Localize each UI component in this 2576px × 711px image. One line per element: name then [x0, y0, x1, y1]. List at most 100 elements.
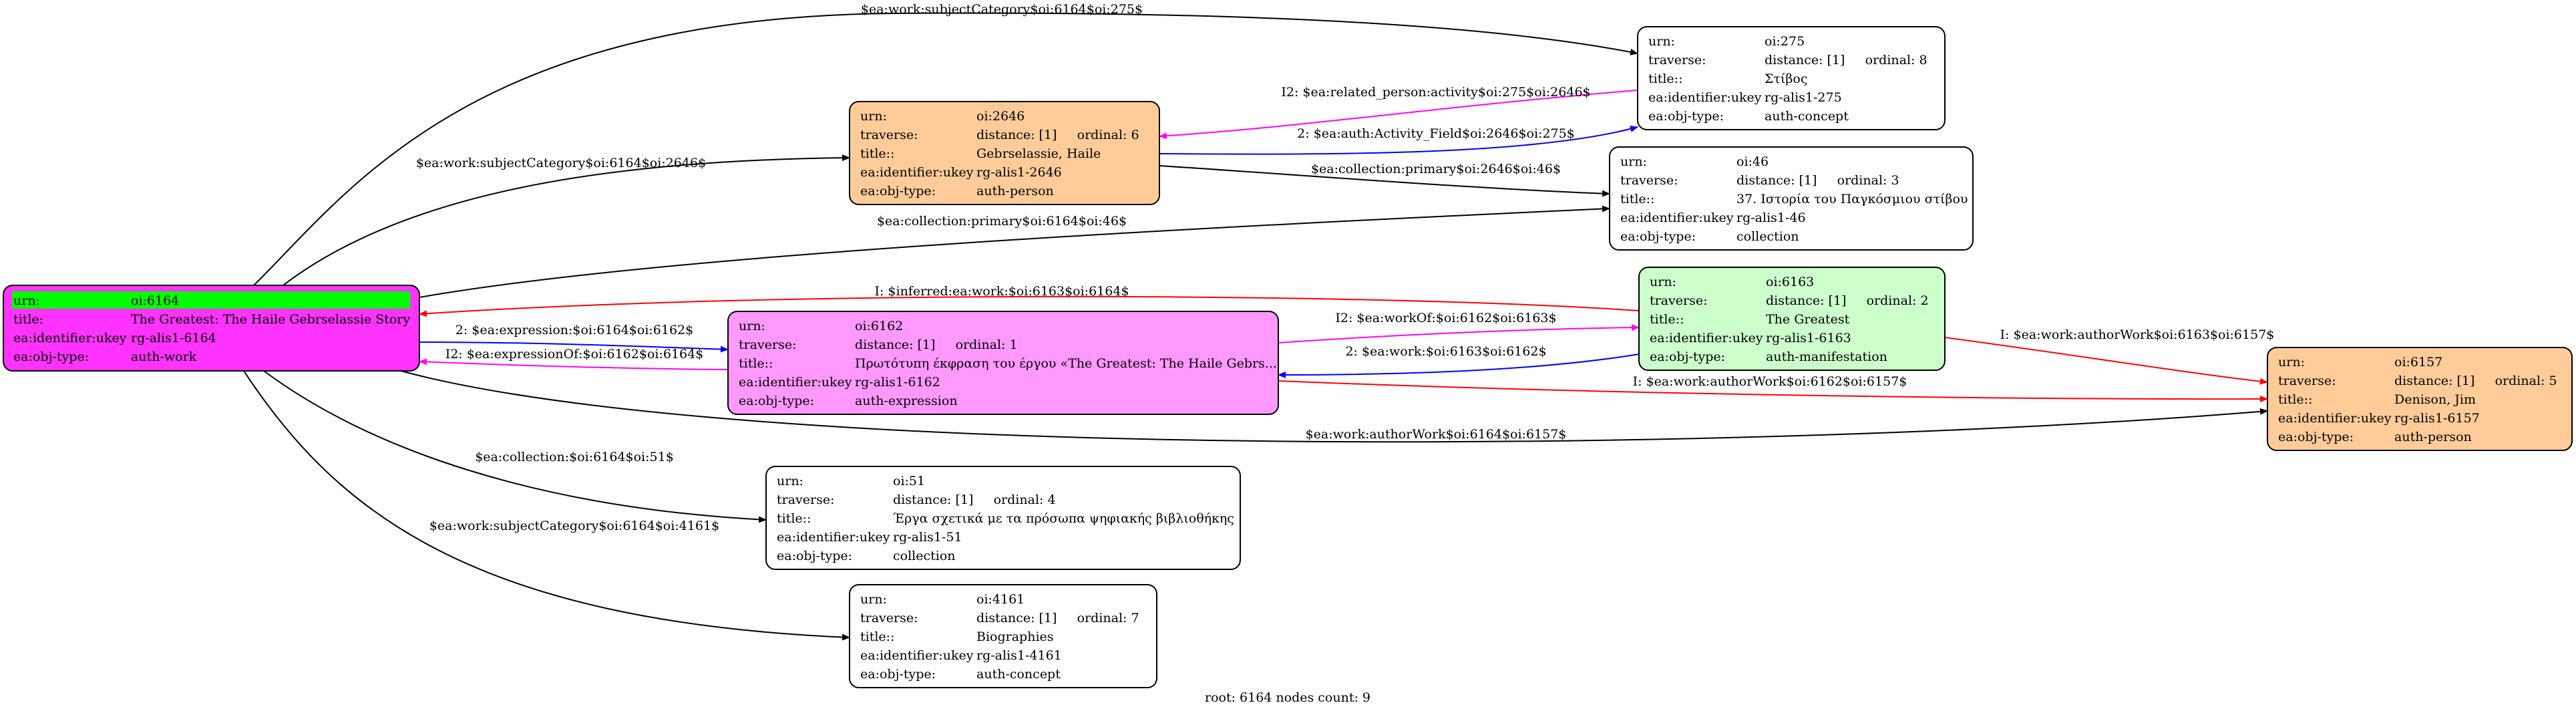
edge-subject-2646: [280, 154, 850, 288]
edge-label-author-6163: I: $ea:work:authorWork$oi:6163$oi:6157$: [2000, 327, 2275, 342]
node-4161-urn-label: urn:: [860, 592, 887, 607]
edge-label-collection-51: $ea:collection:$oi:6164$oi:51$: [475, 450, 674, 464]
edge-label-coll-primary-6164: $ea:collection:primary$oi:6164$oi:46$: [877, 214, 1127, 229]
edge-inferred-work: [419, 295, 1640, 317]
node-2646-type-value: auth-person: [976, 184, 1054, 198]
edge-label-author-6162: I: $ea:work:authorWork$oi:6162$oi:6157$: [1633, 374, 1907, 389]
node-275-urn-label: urn:: [1648, 34, 1675, 49]
node-6164[interactable]: urn: oi:6164 title: The Greatest: The Ha…: [3, 285, 420, 372]
node-6163[interactable]: urn: oi:6163 traverse: distance: [1] ord…: [1638, 267, 1946, 371]
edge-label-expression: 2: $ea:expression:$oi:6164$oi:6162$: [455, 323, 694, 337]
edge-expression: [419, 341, 729, 353]
node-6162-type-label: ea:obj-type:: [739, 394, 814, 408]
node-6164-title-value: The Greatest: The Haile Gebrselassie Sto…: [131, 312, 410, 327]
node-6163-type-value: auth-manifestation: [1766, 349, 1887, 364]
node-6163-traverse-label: traverse:: [1650, 293, 1708, 308]
node-51-traverse-label: traverse:: [777, 492, 835, 507]
node-2646-urn-label: urn:: [860, 109, 887, 124]
node-46-urn-label: urn:: [1620, 154, 1647, 169]
edge-subject-275: [253, 12, 1638, 286]
node-6164-urn-label: urn:: [13, 293, 40, 308]
edge-label-subject-275: $ea:work:subjectCategory$oi:6164$oi:275$: [861, 2, 1143, 17]
edge-coll-primary-2646: [1159, 165, 1610, 197]
node-275-type-value: auth-concept: [1765, 109, 1849, 124]
node-46-traverse-value: distance: [1] ordinal: 3: [1736, 173, 1899, 188]
node-6157-urn-value: oi:6157: [2394, 355, 2442, 370]
node-275-title-value: Στίβος: [1765, 72, 1807, 86]
node-51-title-label: title::: [777, 511, 811, 526]
node-46-ukey-label: ea:identifier:ukey: [1620, 210, 1734, 225]
node-46-box: [1609, 146, 1974, 251]
node-46-type-label: ea:obj-type:: [1620, 229, 1696, 244]
edge-label-work: 2: $ea:work:$oi:6163$oi:6162$: [1345, 344, 1546, 359]
node-275-title-label: title::: [1648, 72, 1682, 86]
node-6164-type-value: auth-work: [131, 349, 197, 364]
node-46-type-value: collection: [1736, 229, 1799, 244]
node-6162-traverse-label: traverse:: [739, 337, 797, 352]
node-4161-ukey-value: rg-alis1-4161: [976, 648, 1062, 663]
edge-subject-4161: [243, 370, 850, 641]
node-6157-urn-label: urn:: [2278, 355, 2305, 370]
edge-activity-field: [1159, 126, 1638, 155]
node-6162-type-value: auth-expression: [855, 394, 958, 408]
node-2646-type-label: ea:obj-type:: [860, 184, 936, 198]
node-275-urn-value: oi:275: [1765, 34, 1805, 49]
node-6157-ukey-value: rg-alis1-6157: [2394, 411, 2480, 426]
node-2646[interactable]: urn: oi:2646 traverse: distance: [1] ord…: [849, 101, 1160, 205]
node-6163-ukey-value: rg-alis1-6163: [1766, 331, 1851, 345]
node-6163-urn-label: urn:: [1650, 275, 1676, 289]
node-6162[interactable]: urn: oi:6162 traverse: distance: [1] ord…: [727, 311, 1279, 415]
edge-work: [1278, 353, 1640, 378]
node-51[interactable]: urn: oi:51 traverse: distance: [1] ordin…: [765, 466, 1241, 570]
edge-work-of: [1278, 324, 1640, 343]
node-6157[interactable]: urn: oi:6157 traverse: distance: [1] ord…: [2267, 347, 2573, 451]
node-4161-urn-value: oi:4161: [976, 592, 1025, 607]
node-6163-type-label: ea:obj-type:: [1650, 349, 1725, 364]
node-275[interactable]: urn: oi:275 traverse: distance: [1] ordi…: [1637, 26, 1946, 130]
node-2646-box: [849, 101, 1160, 205]
node-4161-box: [849, 584, 1157, 688]
edge-author-6163: [1944, 337, 2268, 385]
node-46[interactable]: urn: oi:46 traverse: distance: [1] ordin…: [1609, 146, 1974, 251]
node-46-title-value: 37. Ιστορία του Παγκόσμιου στίβου: [1736, 192, 1968, 206]
node-46-traverse-label: traverse:: [1620, 173, 1678, 188]
node-2646-ukey-label: ea:identifier:ukey: [860, 165, 974, 180]
node-6163-traverse-value: distance: [1] ordinal: 2: [1766, 293, 1929, 308]
node-46-ukey-value: rg-alis1-46: [1736, 210, 1806, 225]
edge-author-6162: [1278, 380, 2268, 403]
node-51-traverse-value: distance: [1] ordinal: 4: [893, 492, 1056, 507]
edge-label-subject-4161: $ea:work:subjectCategory$oi:6164$oi:4161…: [429, 519, 719, 533]
node-6164-urn-value: oi:6164: [131, 293, 179, 308]
node-6162-urn-label: urn:: [739, 319, 765, 333]
node-275-traverse-label: traverse:: [1648, 53, 1706, 67]
node-4161[interactable]: urn: oi:4161 traverse: distance: [1] ord…: [849, 584, 1157, 688]
edge-label-subject-2646: $ea:work:subjectCategory$oi:6164$oi:2646…: [416, 156, 706, 170]
node-6162-traverse-value: distance: [1] ordinal: 1: [855, 337, 1018, 352]
node-6164-type-label: ea:obj-type:: [13, 349, 89, 364]
node-51-ukey-label: ea:identifier:ukey: [777, 530, 890, 545]
node-4161-title-label: title::: [860, 629, 894, 644]
node-6162-title-label: title::: [739, 356, 773, 371]
node-6157-type-label: ea:obj-type:: [2278, 430, 2354, 444]
node-2646-urn-value: oi:2646: [976, 109, 1025, 124]
node-51-ukey-value: rg-alis1-51: [893, 530, 962, 545]
node-275-box: [1637, 26, 1946, 130]
node-6164-ukey-value: rg-alis1-6164: [131, 331, 216, 345]
node-275-traverse-value: distance: [1] ordinal: 8: [1765, 53, 1927, 67]
node-2646-title-value: Gebrselassie, Haile: [976, 146, 1101, 161]
node-4161-type-value: auth-concept: [976, 667, 1061, 682]
node-2646-traverse-value: distance: [1] ordinal: 6: [976, 128, 1139, 142]
edges: $ea:work:subjectCategory$oi:6164$oi:275$…: [243, 2, 2275, 641]
edge-label-coll-primary-2646: $ea:collection:primary$oi:2646$oi:46$: [1311, 162, 1561, 176]
edge-author-6164: [400, 370, 2268, 443]
node-51-title-value: Έργα σχετικά με τα πρόσωπα ψηφιακής βιβλ…: [893, 511, 1234, 526]
node-6157-traverse-value: distance: [1] ordinal: 5: [2394, 374, 2557, 388]
node-51-type-label: ea:obj-type:: [777, 549, 852, 563]
edge-label-expression-of: I2: $ea:expressionOf:$oi:6162$oi:6164$: [445, 347, 704, 362]
node-6163-box: [1638, 267, 1946, 371]
node-51-urn-value: oi:51: [893, 474, 925, 488]
node-6164-ukey-label: ea:identifier:ukey: [13, 331, 127, 345]
edge-label-related-person: I2: $ea:related_person:activity$oi:275$o…: [1281, 85, 1590, 100]
node-6157-type-value: auth-person: [2394, 430, 2472, 444]
